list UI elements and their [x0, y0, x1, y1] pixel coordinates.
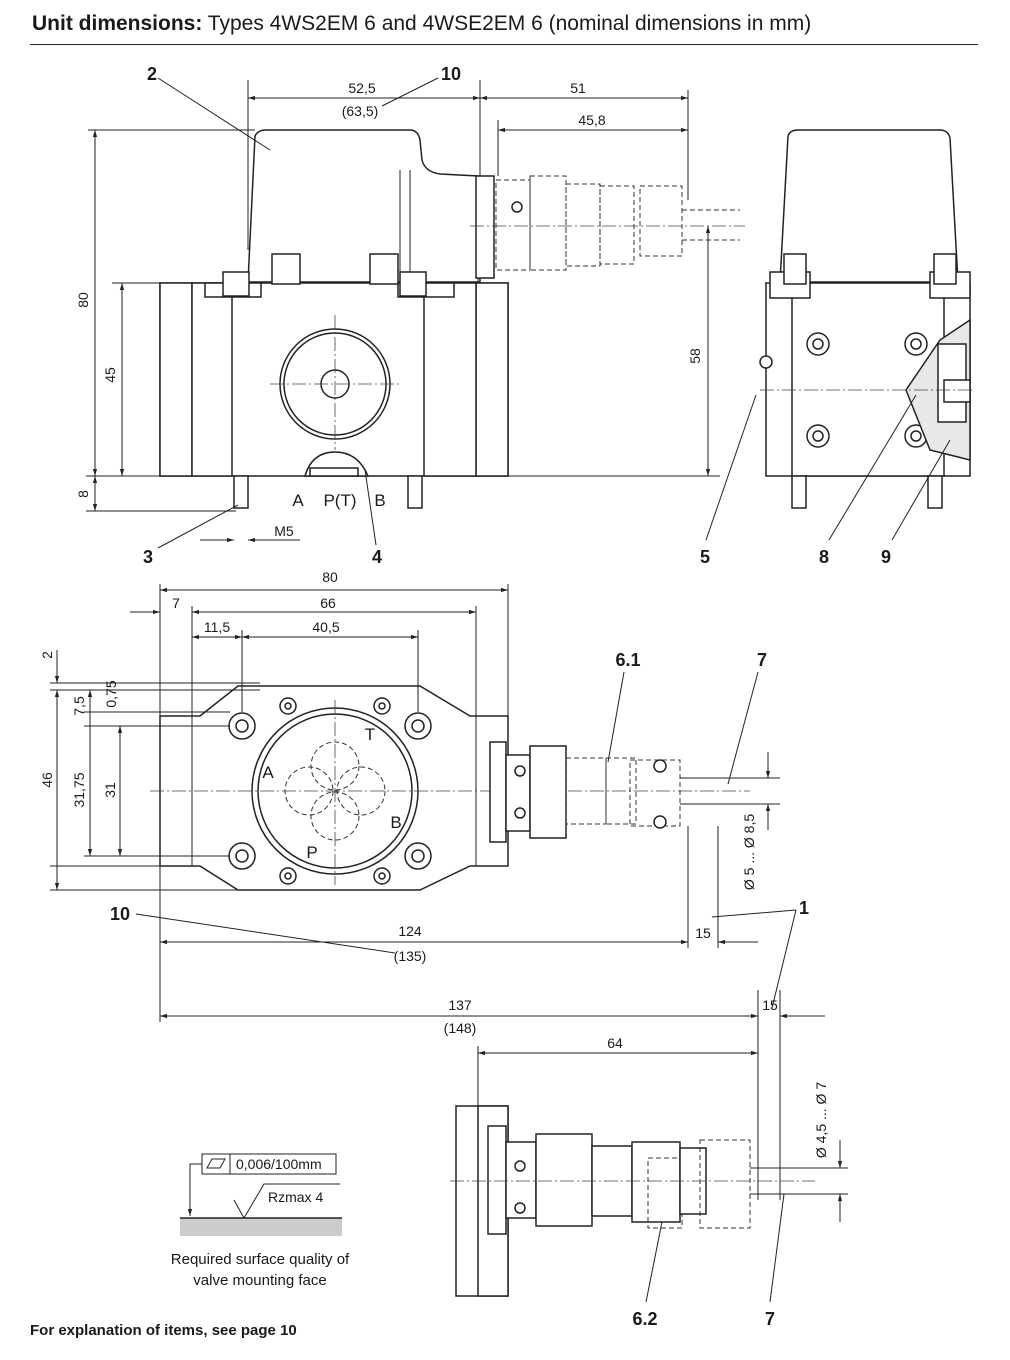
page-title: Unit dimensions: Types 4WS2EM 6 and 4WSE… [32, 12, 811, 36]
item-10-plan-label: 10 [110, 904, 130, 924]
dim-plan-31-75: 31,75 [71, 772, 87, 807]
title-rest: Types 4WS2EM 6 and 4WSE2EM 6 (nominal di… [202, 12, 812, 35]
port-b-label: B [374, 491, 385, 510]
item-10-top-label: 10 [441, 64, 461, 84]
item-6-1-label: 6.1 [615, 650, 640, 670]
surface-caption-line2: valve mounting face [193, 1272, 326, 1289]
dim-plan-diameter: Ø 5 ... Ø 8,5 [741, 814, 757, 890]
dim-plan-15a: 15 [695, 925, 711, 941]
dim-plan-11-5: 11,5 [204, 619, 230, 635]
item-4-label: 4 [372, 547, 382, 567]
dim-45-height: 45 [102, 367, 118, 383]
surface-quality-symbol: 0,006/100mm Rzmax 4 Required surface qua… [171, 1153, 350, 1289]
item-7-plug-label: 7 [765, 1309, 775, 1329]
dim-plan-135: (135) [394, 948, 427, 964]
surface-caption-line1: Required surface quality of [171, 1251, 350, 1268]
plan-port-p: P [306, 843, 317, 862]
dim-plan-40-5: 40,5 [312, 619, 339, 635]
dim-plan-46: 46 [39, 772, 55, 788]
footer-note: For explanation of items, see page 10 [30, 1322, 297, 1339]
dim-plan-137: 137 [448, 997, 472, 1013]
item-2-label: 2 [147, 64, 157, 84]
dim-plan-15b: 15 [762, 997, 778, 1013]
dim-plan-66: 66 [320, 595, 336, 611]
dim-63-5: (63,5) [342, 103, 379, 119]
flatness-tolerance: 0,006/100mm [236, 1156, 322, 1172]
item-9-label: 9 [881, 547, 891, 567]
dim-plan-0-75: 0,75 [103, 680, 119, 707]
dim-m5: M5 [274, 523, 294, 539]
dim-plan-7-5: 7,5 [71, 696, 87, 716]
dim-52-5: 52,5 [348, 80, 375, 96]
item-3-label: 3 [143, 547, 153, 567]
dim-plug-64: 64 [607, 1035, 623, 1051]
plan-port-a: A [262, 763, 274, 782]
plug-view: 64 Ø 4,5 ... Ø 7 6.2 7 [450, 1035, 848, 1329]
dim-plan-7: 7 [172, 595, 180, 611]
item-7-plan-label: 7 [757, 650, 767, 670]
dim-plug-diameter: Ø 4,5 ... Ø 7 [813, 1082, 829, 1158]
item-1-label: 1 [799, 898, 809, 918]
dim-45-8: 45,8 [578, 112, 605, 128]
port-a-label: A [292, 491, 304, 510]
dim-plan-124: 124 [398, 923, 422, 939]
dim-8: 8 [75, 490, 91, 498]
dim-plan-31: 31 [102, 782, 118, 798]
item-5-label: 5 [700, 547, 710, 567]
port-pt-label: P(T) [323, 491, 356, 510]
plan-port-b: B [390, 813, 401, 832]
title-bold: Unit dimensions: [32, 12, 203, 35]
dim-plan-80: 80 [322, 569, 338, 585]
dim-plan-148: (148) [444, 1020, 477, 1036]
side-elevation-view: 52,5 (63,5) 51 45,8 80 45 58 8 M5 A P(T)… [75, 64, 745, 567]
dim-80-height: 80 [75, 292, 91, 308]
dim-58: 58 [687, 348, 703, 364]
title-rule [30, 44, 978, 45]
plan-port-t: T [365, 725, 375, 744]
item-8-label: 8 [819, 547, 829, 567]
dim-51: 51 [570, 80, 586, 96]
item-6-2-label: 6.2 [632, 1309, 657, 1329]
plan-view: A T B P 80 7 66 11,5 40,5 [39, 569, 825, 1200]
roughness-value: Rzmax 4 [268, 1189, 323, 1205]
dim-plan-2: 2 [39, 651, 55, 659]
end-elevation-view: 5 8 9 [700, 129, 975, 567]
